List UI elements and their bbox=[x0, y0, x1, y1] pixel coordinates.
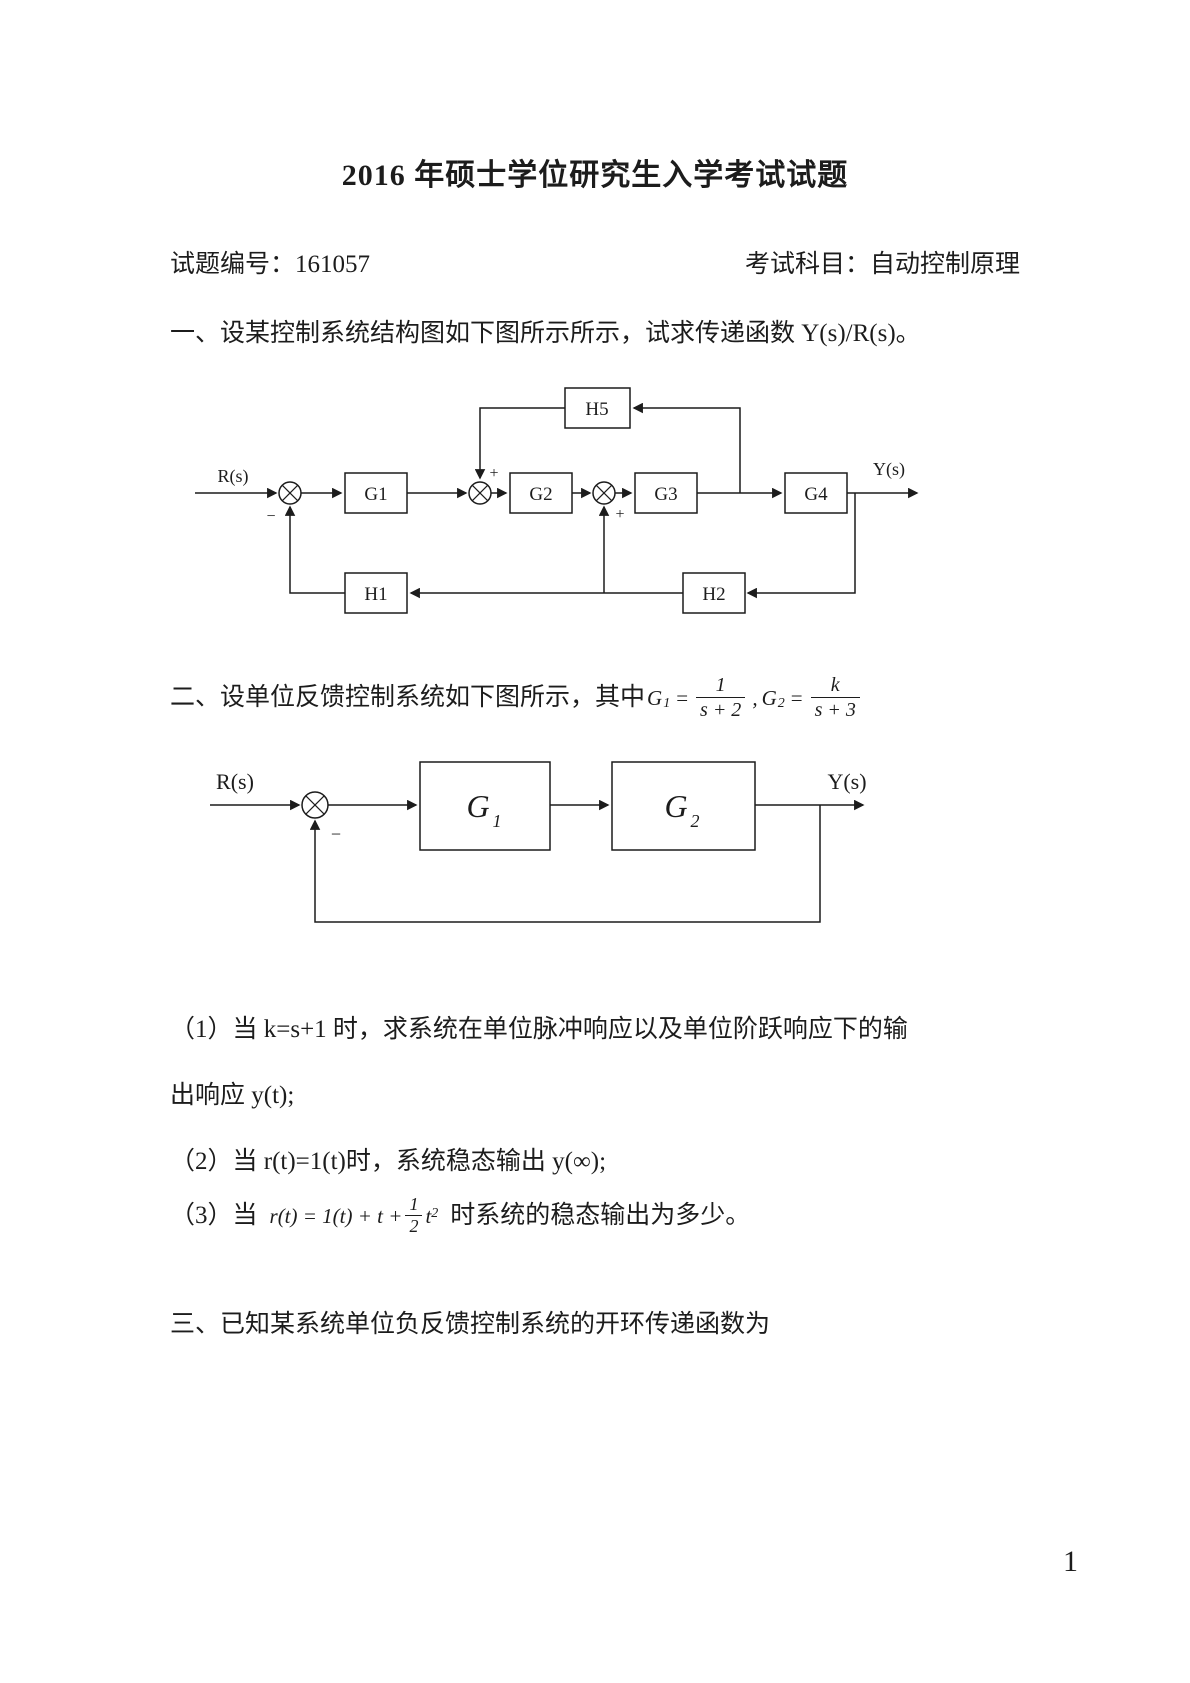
question2-item1-line2: 出响应 y(t); bbox=[170, 1082, 295, 1109]
exam-number: 试题编号：161057 bbox=[170, 251, 371, 278]
block-h5-label: H5 bbox=[585, 399, 608, 420]
block-h5: H5 bbox=[564, 387, 631, 429]
equals-sign: = bbox=[790, 685, 803, 710]
q2-output-label: Y(s) bbox=[827, 769, 866, 794]
item3-t-exponent: 2 bbox=[431, 1206, 439, 1221]
block-g2: G2 bbox=[509, 472, 573, 514]
exam-subject: 考试科目：自动控制原理 bbox=[744, 251, 1020, 278]
question1-text: 一、设某控制系统结构图如下图所示所示，试求传递函数 Y(s)/R(s)。 bbox=[170, 320, 921, 347]
block-h2-label: H2 bbox=[702, 584, 725, 605]
question2-item1-line1: （1）当 k=s+1 时，求系统在单位脉冲响应以及单位阶跃响应下的输 bbox=[170, 1016, 908, 1043]
g2-denominator: s + 3 bbox=[810, 697, 860, 722]
g1-numerator: 1 bbox=[715, 674, 726, 696]
q1-signal-wires bbox=[195, 402, 919, 599]
summing-junction-1 bbox=[278, 481, 302, 505]
item3-frac-numerator: 1 bbox=[409, 1194, 419, 1214]
g2-symbol: G bbox=[761, 685, 777, 710]
page-number: 1 bbox=[1063, 1545, 1078, 1578]
question3-text: 三、已知某系统单位负反馈控制系统的开环传递函数为 bbox=[170, 1311, 771, 1338]
question2-intro-text: 二、设单位反馈控制系统如下图所示，其中 bbox=[170, 683, 646, 711]
q2-summing-junction bbox=[301, 791, 329, 819]
q1-sum2-plus-sign: + bbox=[489, 465, 498, 482]
summing-junction-2 bbox=[468, 481, 492, 505]
q2-block-g1: G 1 bbox=[419, 761, 551, 851]
q2-block-g1-label: G bbox=[466, 788, 489, 824]
g2-subscript: 2 bbox=[777, 696, 785, 711]
block-g4: G4 bbox=[784, 472, 848, 514]
question2-item2: （2）当 r(t)=1(t)时，系统稳态输出 y(∞); bbox=[170, 1148, 607, 1175]
meta-row: 试题编号：161057 考试科目：自动控制原理 bbox=[170, 244, 1020, 280]
item3-frac-denominator: 2 bbox=[405, 1215, 423, 1237]
block-g2-label: G2 bbox=[529, 484, 552, 505]
g2-numerator: k bbox=[830, 674, 840, 696]
block-g1: G1 bbox=[344, 472, 408, 514]
equals-sign: = bbox=[676, 685, 689, 710]
q2-block-g2-label: G bbox=[664, 788, 687, 824]
q1-input-label: R(s) bbox=[218, 466, 249, 487]
item3-prefix: （3）当 bbox=[170, 1201, 258, 1229]
q2-sum-minus-sign: − bbox=[331, 824, 341, 844]
q1-block-diagram: G1 G2 G3 G4 H5 H1 H2 R(s) Y(s) − + + bbox=[195, 387, 919, 614]
block-g3-label: G3 bbox=[654, 484, 677, 505]
q1-sum1-minus-sign: − bbox=[266, 508, 275, 525]
item3-suffix: 时系统的稳态输出为多少。 bbox=[450, 1201, 751, 1229]
item3-t-base: t bbox=[425, 1203, 432, 1228]
q2-input-label: R(s) bbox=[216, 769, 254, 794]
item3-formula-text: r(t) = 1(t) + t + bbox=[269, 1203, 403, 1228]
block-g3: G3 bbox=[634, 472, 698, 514]
q2-signal-wires bbox=[210, 799, 865, 923]
block-g1-label: G1 bbox=[364, 484, 387, 505]
page-title: 2016 年硕士学位研究生入学考试试题 bbox=[341, 159, 849, 192]
block-h1-label: H1 bbox=[364, 584, 387, 605]
formula-separator: , bbox=[752, 685, 758, 710]
q1-sum3-plus-sign: + bbox=[615, 506, 624, 523]
g1-denominator: s + 2 bbox=[696, 697, 746, 722]
q1-output-label: Y(s) bbox=[873, 459, 905, 480]
g1-subscript: 1 bbox=[663, 696, 671, 711]
q2-block-g1-subscript: 1 bbox=[493, 811, 502, 831]
q2-block-diagram: G 1 G 2 R(s) Y(s) − bbox=[210, 761, 867, 923]
summing-junction-3 bbox=[592, 481, 616, 505]
q2-block-g2-subscript: 2 bbox=[691, 811, 700, 831]
block-h2: H2 bbox=[682, 572, 746, 614]
block-g4-label: G4 bbox=[804, 484, 828, 505]
g1-symbol: G bbox=[647, 685, 663, 710]
block-h1: H1 bbox=[344, 572, 408, 614]
q2-block-g2: G 2 bbox=[611, 761, 756, 851]
